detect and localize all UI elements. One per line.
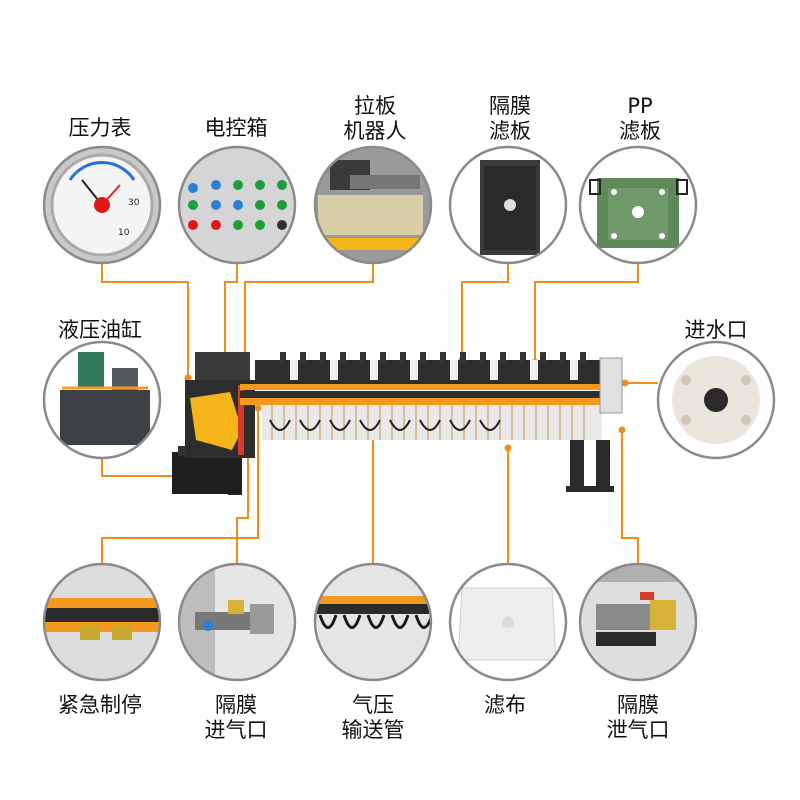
label-pressure-gauge: 压力表	[68, 116, 132, 140]
callout-lines	[101, 263, 658, 564]
callout-line-emergency-stop	[101, 408, 259, 564]
label-membrane-air-outlet: 隔膜 泄气口	[606, 693, 670, 742]
pp-plate-photo	[578, 145, 698, 265]
callout-line-pressure-gauge	[101, 263, 189, 378]
plate-robot-photo	[313, 145, 433, 265]
label-plate-robot: 拉板 机器人	[343, 94, 407, 143]
label-control-box: 电控箱	[204, 116, 268, 140]
filter-cloth-photo	[448, 562, 568, 682]
label-membrane-plate: 隔膜 滤板	[489, 94, 531, 143]
label-pp-plate: PP 滤板	[619, 94, 661, 143]
label-water-inlet: 进水口	[684, 318, 748, 342]
pressure-gauge-photo: 30 10	[42, 145, 162, 265]
label-filter-cloth: 滤布	[484, 693, 526, 717]
membrane-air-inlet-photo	[177, 562, 297, 682]
control-box-photo	[177, 145, 297, 265]
air-pipe-photo	[313, 562, 433, 682]
gauge-number-30: 30	[128, 198, 140, 208]
callout-line-hydraulic-cylinder	[101, 458, 178, 477]
water-inlet-photo	[656, 340, 776, 460]
emergency-stop-photo	[42, 562, 162, 682]
filter-press-machine	[172, 352, 623, 495]
callout-line-membrane-plate	[461, 263, 509, 360]
label-emergency-stop: 紧急制停	[58, 693, 142, 717]
membrane-air-outlet-photo	[578, 562, 698, 682]
label-membrane-air-inlet: 隔膜 进气口	[204, 693, 268, 742]
membrane-plate-photo	[448, 145, 568, 265]
callout-line-plate-robot	[244, 263, 374, 380]
hydraulic-cylinder-photo	[42, 340, 162, 460]
callout-line-control-box	[224, 263, 238, 365]
gauge-number-10: 10	[118, 228, 130, 238]
callout-line-pp-plate	[534, 263, 639, 362]
label-hydraulic-cylinder: 液压油缸	[58, 318, 142, 342]
callout-line-membrane-air-outlet	[621, 430, 639, 564]
label-air-pipe: 气压 输送管	[341, 693, 405, 742]
